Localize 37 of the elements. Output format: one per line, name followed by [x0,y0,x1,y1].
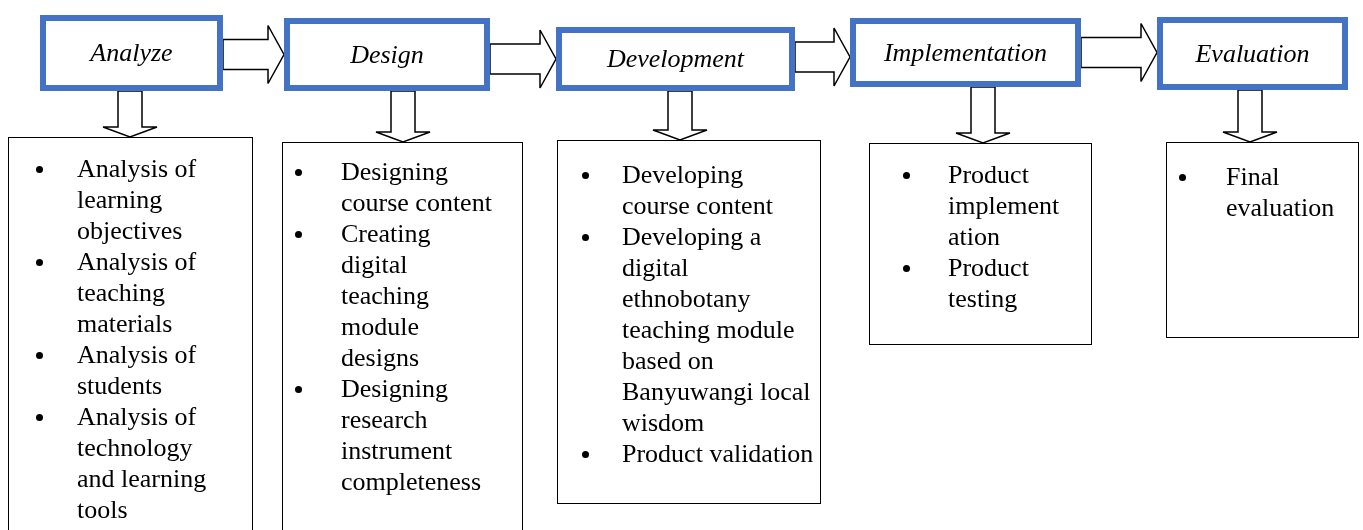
phase-box [1157,17,1348,90]
bullet-item: Designing course content [341,156,493,218]
block-arrow [102,90,158,138]
list-box [869,143,1092,345]
list-box [557,140,821,504]
phase-title: Implementation [883,37,1048,68]
block-arrow [375,90,431,143]
list-box [8,137,253,530]
bullet-item: Product implementation [948,159,1061,252]
bullet-item: Creating digital teaching module designs [341,218,432,373]
bullet-item: Analysis of teaching materials [77,246,198,339]
bullet-item: Analysis of students [77,339,198,401]
list-box [1166,142,1359,338]
block-arrow [1222,89,1278,143]
bullet-item: Analysis of technology and learning tools [77,401,208,525]
bullet-item: Analysis of learning objectives [77,153,198,246]
block-arrow [489,29,557,89]
phase-box [40,15,223,91]
block-arrow [1080,22,1158,83]
block-arrow [955,86,1011,144]
bullet-item: Product validation [622,438,815,469]
block-arrow [652,90,708,141]
bullet-item: Product testing [948,252,1030,314]
bullet-item: Designing research instrument completeness [341,373,483,497]
phase-box [556,27,795,91]
bullet-item: Developing a digital ethnobotany teaching module based on Banyuwangi local wisdom [622,221,812,438]
phase-box [850,18,1081,87]
list-box [282,142,523,530]
phase-title: Development [606,44,745,74]
phase-title: Analyze [90,38,173,68]
phase-title: Evaluation [1195,38,1310,69]
block-arrow [222,24,285,85]
bullet-item: Developing course content [622,159,774,221]
bullet-item: Final evaluation [1226,161,1336,223]
block-arrow [794,27,851,87]
phase-box [284,18,490,91]
phase-title: Design [350,39,424,70]
